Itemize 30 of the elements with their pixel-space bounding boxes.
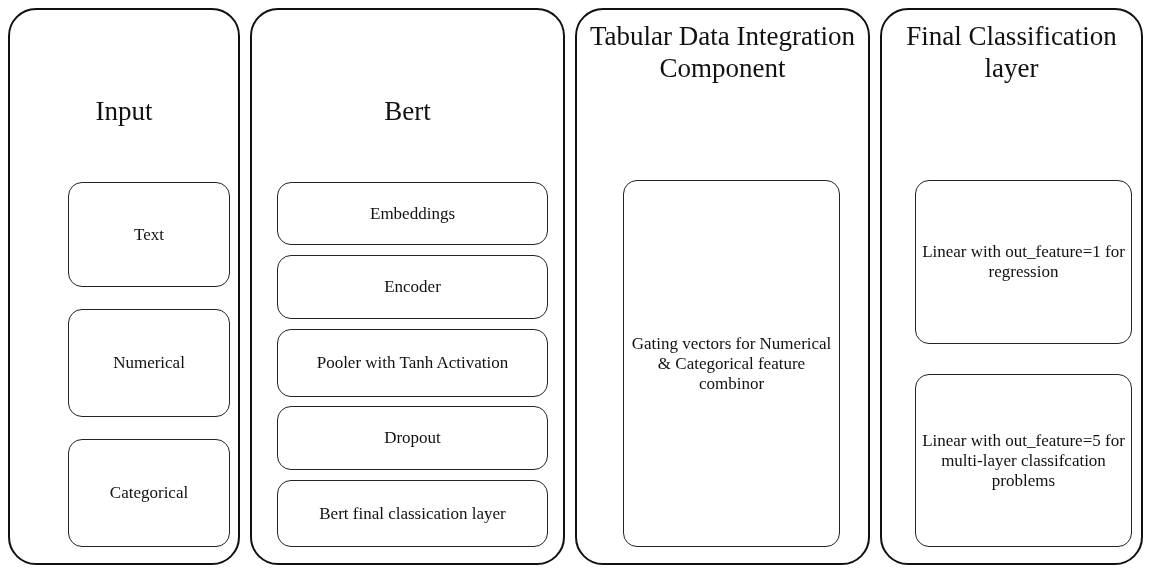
panel-heading: Final Classification layer (905, 20, 1118, 84)
layer-label: Categorical (108, 483, 190, 503)
layer-label: Bert final classication layer (318, 503, 507, 524)
layer-label: Numerical (112, 353, 186, 373)
layer-box (68, 309, 230, 417)
layer-box (277, 182, 548, 245)
layer-label: Pooler with Tanh Activation (315, 353, 510, 373)
panel (880, 8, 1143, 565)
layer-box (68, 439, 230, 547)
panel-heading: Tabular Data Integration Component (589, 20, 856, 84)
layer-label: Gating vectors for Numerical & Categorical feature combinor (630, 333, 833, 394)
layer-label: Linear with out_feature=5 for multi-layer classifcation problems (921, 430, 1126, 491)
layer-label: Linear with out_feature=1 for regression (921, 242, 1126, 282)
layer-label: Encoder (383, 277, 442, 297)
layer-box (68, 182, 230, 287)
layer-box (915, 374, 1132, 547)
layer-box (277, 255, 548, 319)
panel (575, 8, 870, 565)
layer-label: Text (133, 224, 165, 245)
layer-box (915, 180, 1132, 344)
layer-label: Embeddings (369, 203, 456, 224)
layer-label: Dropout (383, 428, 442, 448)
panel-heading: Input (95, 95, 153, 127)
layer-box (277, 480, 548, 547)
panel (8, 8, 240, 565)
layer-box (277, 329, 548, 397)
panel (250, 8, 565, 565)
layer-box (623, 180, 840, 547)
panel-heading: Bert (384, 95, 431, 127)
layer-box (277, 406, 548, 470)
